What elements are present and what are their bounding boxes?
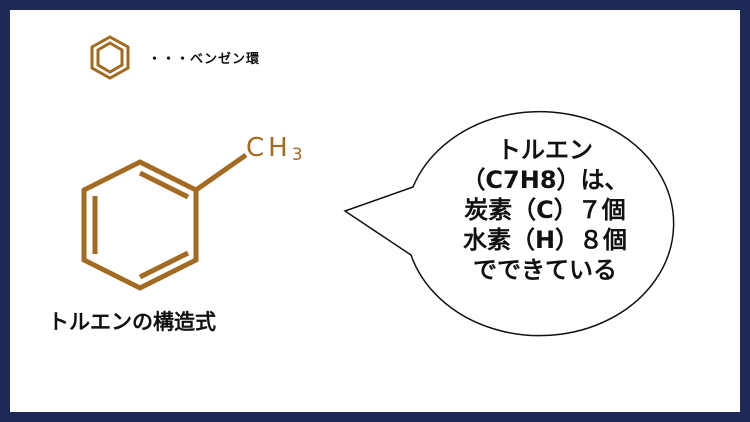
benzene-ring-icon <box>90 35 130 80</box>
bubble-line: 水素（H）８個 <box>462 226 628 254</box>
speech-bubble-text: トルエン （C7H8）は、 炭素（C）７個 水素（H）８個 でできている <box>410 135 680 285</box>
double-bond-top <box>138 170 190 200</box>
legend-label: ・・・ベンゼン環 <box>148 52 261 67</box>
bubble-line: でできている <box>473 256 617 284</box>
bubble-line: （C7H8）は、 <box>461 166 629 194</box>
double-bond-bottom <box>138 250 190 280</box>
bubble-line: 炭素（C）７個 <box>464 196 626 224</box>
speech-bubble <box>343 110 675 337</box>
structure-caption: トルエンの構造式 <box>48 310 216 334</box>
bubble-line: トルエン <box>497 136 593 164</box>
methyl-label-main: CH <box>246 133 292 163</box>
toluene-structure <box>81 152 248 291</box>
toluene-ring <box>81 159 199 291</box>
methyl-label-subscript: 3 <box>291 145 303 165</box>
methyl-bond <box>194 152 248 193</box>
methyl-label: CH3 <box>246 133 303 165</box>
